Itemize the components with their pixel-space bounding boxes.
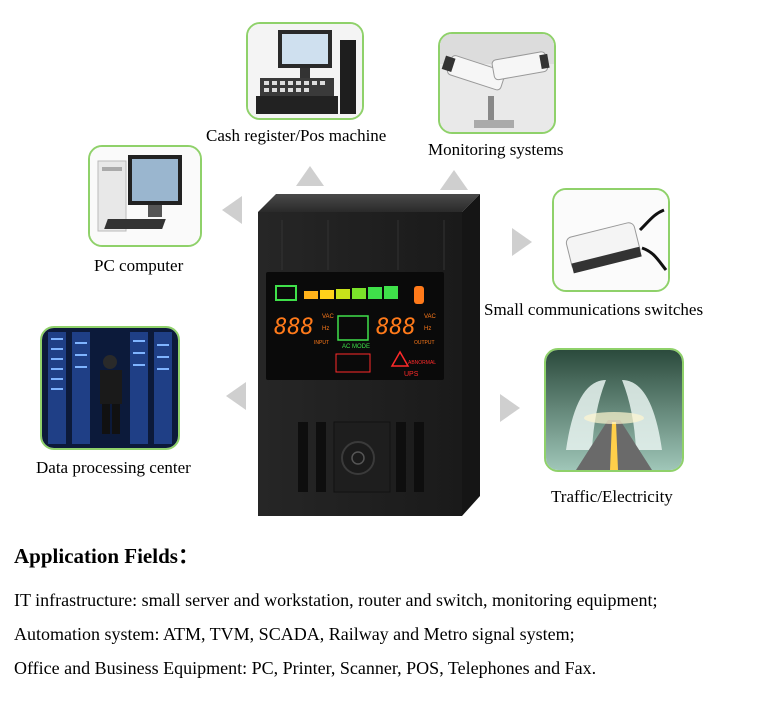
arrow-up-left-icon [296, 166, 324, 186]
cctv-camera-icon [440, 34, 554, 132]
traffic-image [544, 348, 684, 472]
application-line-it: IT infrastructure: small server and work… [14, 590, 658, 610]
svg-text:INPUT: INPUT [314, 340, 329, 346]
application-line-automation: Automation system: ATM, TVM, SCADA, Rail… [14, 624, 575, 644]
pc-image [88, 145, 202, 247]
network-switch-icon [554, 190, 668, 290]
svg-text:ABNORMAL: ABNORMAL [408, 360, 436, 366]
svg-text:Hz: Hz [424, 326, 431, 332]
ac-mode-indicator: AC MODE [342, 344, 370, 350]
datacenter-label: Data processing center [36, 458, 191, 477]
arrow-right-bottom-icon [500, 394, 520, 422]
arrow-left-top-icon [222, 196, 242, 224]
arrow-left-bottom-icon [226, 382, 246, 410]
svg-text:VAC: VAC [322, 314, 335, 320]
load-icon [414, 286, 424, 304]
power-button [341, 441, 375, 475]
svg-text:VAC: VAC [424, 314, 437, 320]
arrow-right-top-icon [512, 228, 532, 256]
svg-text:UPS: UPS [404, 371, 419, 378]
section-title: Application Fields： [14, 544, 199, 568]
pc-label: PC computer [94, 256, 184, 275]
datacenter-image [40, 326, 180, 450]
monitoring-label: Monitoring systems [428, 140, 564, 159]
pos-terminal-icon [248, 24, 362, 118]
desktop-computer-icon [90, 147, 200, 245]
arrow-up-right-icon [440, 170, 468, 190]
output-voltage-display: 888 [376, 315, 416, 340]
highway-lights-icon [546, 350, 682, 470]
traffic-label: Traffic/Electricity [551, 487, 673, 506]
cash-register-image [246, 22, 364, 120]
application-line-office: Office and Business Equipment: PC, Print… [14, 658, 597, 678]
svg-text:Hz: Hz [322, 326, 329, 332]
battery-icon [275, 285, 297, 301]
switch-label: Small communications switches [484, 300, 704, 319]
svg-text:OUTPUT: OUTPUT [414, 340, 435, 346]
server-rack-icon [42, 328, 178, 448]
input-voltage-display: 888 [274, 315, 314, 340]
monitoring-image [438, 32, 556, 134]
cash-register-label: Cash register/Pos machine [206, 126, 387, 145]
ups-device: 888 VAC Hz INPUT AC MODE 888 VAC Hz OUTP… [258, 194, 480, 516]
switch-image [552, 188, 670, 292]
warning-icon [390, 350, 410, 367]
